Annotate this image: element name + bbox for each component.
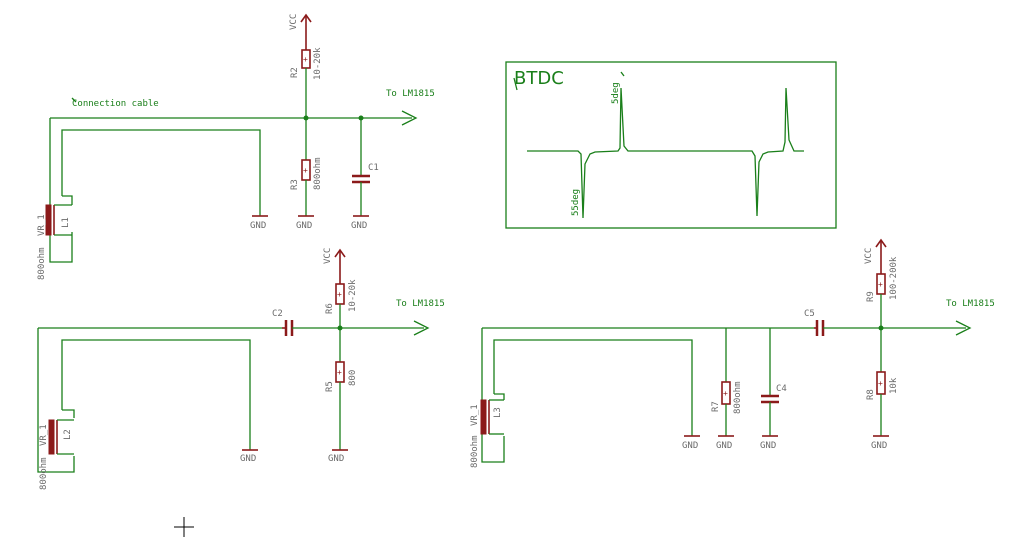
- cable-outer-wire-2: [37, 328, 75, 473]
- resistor-r6: +: [335, 283, 345, 328]
- vcc-1-label: VCC: [289, 14, 299, 30]
- r2-value: 10-20k: [313, 47, 323, 80]
- gnd-3c-label: GND: [760, 441, 776, 451]
- cable-note: Connection cable: [72, 99, 159, 109]
- circuit-2: VCC + R6 10-20k C2 To LM1815 VR_1 L2: [37, 248, 445, 490]
- crosshair-cursor-icon: [174, 517, 194, 537]
- r7-name: R7: [711, 401, 721, 412]
- svg-text:+: +: [878, 379, 883, 388]
- r2-name: R2: [290, 67, 300, 78]
- r5-value: 800: [348, 370, 358, 386]
- r6-name: R6: [325, 303, 335, 314]
- waveform-trace: [527, 87, 804, 219]
- waveform-title: BTDC: [514, 68, 564, 89]
- cable-outer-wire-1: [49, 118, 73, 263]
- resistor-r9: +: [876, 273, 886, 328]
- resistor-r8: +: [876, 371, 886, 436]
- waveform-panel: BTDC 5deg 55deg: [505, 61, 837, 229]
- gnd-3d-label: GND: [871, 441, 887, 451]
- svg-text:+: +: [337, 290, 342, 299]
- inductor-l3: [480, 399, 504, 435]
- vcc-1-symbol: [300, 13, 312, 50]
- output-arrow-1: [401, 110, 418, 126]
- circuit-1: VCC + R2 10-20k To LM1815 Connection cab…: [37, 13, 435, 280]
- l2-name: L2: [63, 429, 73, 440]
- c1-name: C1: [368, 163, 379, 173]
- l1-value: 800ohm: [37, 247, 47, 280]
- l3-ref: VR_1: [470, 404, 480, 426]
- l3-name: L3: [493, 407, 503, 418]
- r9-name: R9: [866, 291, 876, 302]
- l1-ref: VR_1: [37, 214, 47, 236]
- gnd-1c-label: GND: [351, 221, 367, 231]
- svg-text:+: +: [878, 280, 883, 289]
- l3-value: 800ohm: [470, 435, 480, 468]
- l2-ref: VR_1: [39, 424, 49, 446]
- resistor-r3: +: [301, 159, 311, 216]
- svg-text:+: +: [337, 368, 342, 377]
- c5-name: C5: [804, 309, 815, 319]
- resistor-r7: +: [721, 381, 731, 436]
- waveform-frame: [505, 61, 837, 229]
- capacitor-c5: [814, 320, 825, 336]
- inductor-l1: [45, 204, 72, 236]
- inductor-l2: [48, 419, 74, 455]
- r9-value: 100-200k: [889, 256, 899, 300]
- svg-text:+: +: [303, 166, 308, 175]
- cable-inner-wire-2: [61, 339, 251, 450]
- vcc-2-label: VCC: [323, 248, 333, 264]
- svg-text:+: +: [303, 55, 308, 64]
- vcc-3-symbol: [875, 238, 887, 274]
- r7-value: 800ohm: [733, 381, 743, 414]
- vcc-3-label: VCC: [864, 248, 874, 264]
- cable-outer-wire-3: [481, 328, 505, 463]
- output-label-3: To LM1815: [946, 299, 995, 309]
- r6-value: 10-20k: [348, 279, 358, 312]
- cable-inner-wire-3: [493, 339, 693, 436]
- capacitor-c4: [761, 394, 779, 436]
- circuit-3: VCC + R9 100-200k C5 To LM1815 VR_1 L3: [470, 238, 995, 468]
- gnd-2b-label: GND: [328, 454, 344, 464]
- resistor-r5: +: [335, 361, 345, 450]
- r8-name: R8: [866, 389, 876, 400]
- gnd-3a-label: GND: [682, 441, 698, 451]
- capacitor-c2: [282, 320, 294, 336]
- waveform-bottom-label: 55deg: [571, 189, 581, 216]
- r8-value: 10k: [889, 377, 899, 394]
- c2-name: C2: [272, 309, 283, 319]
- r3-name: R3: [290, 179, 300, 190]
- resistor-r2: +: [301, 49, 311, 118]
- vcc-2-symbol: [334, 248, 346, 284]
- gnd-3b-label: GND: [716, 441, 732, 451]
- output-label-2: To LM1815: [396, 299, 445, 309]
- cable-inner-wire-1: [61, 129, 261, 216]
- svg-text:+: +: [723, 389, 728, 398]
- output-arrow-2: [413, 320, 430, 336]
- capacitor-c1: [352, 174, 370, 216]
- gnd-1b-label: GND: [296, 221, 312, 231]
- gnd-1a-label: GND: [250, 221, 266, 231]
- output-label-1: To LM1815: [386, 89, 435, 99]
- l2-value: 800ohm: [39, 457, 49, 490]
- c4-name: C4: [776, 384, 787, 394]
- l1-name: L1: [61, 217, 71, 228]
- output-arrow-3: [955, 320, 972, 336]
- waveform-top-label: 5deg: [611, 82, 621, 104]
- r5-name: R5: [325, 381, 335, 392]
- gnd-2a-label: GND: [240, 454, 256, 464]
- r3-value: 800ohm: [313, 157, 323, 190]
